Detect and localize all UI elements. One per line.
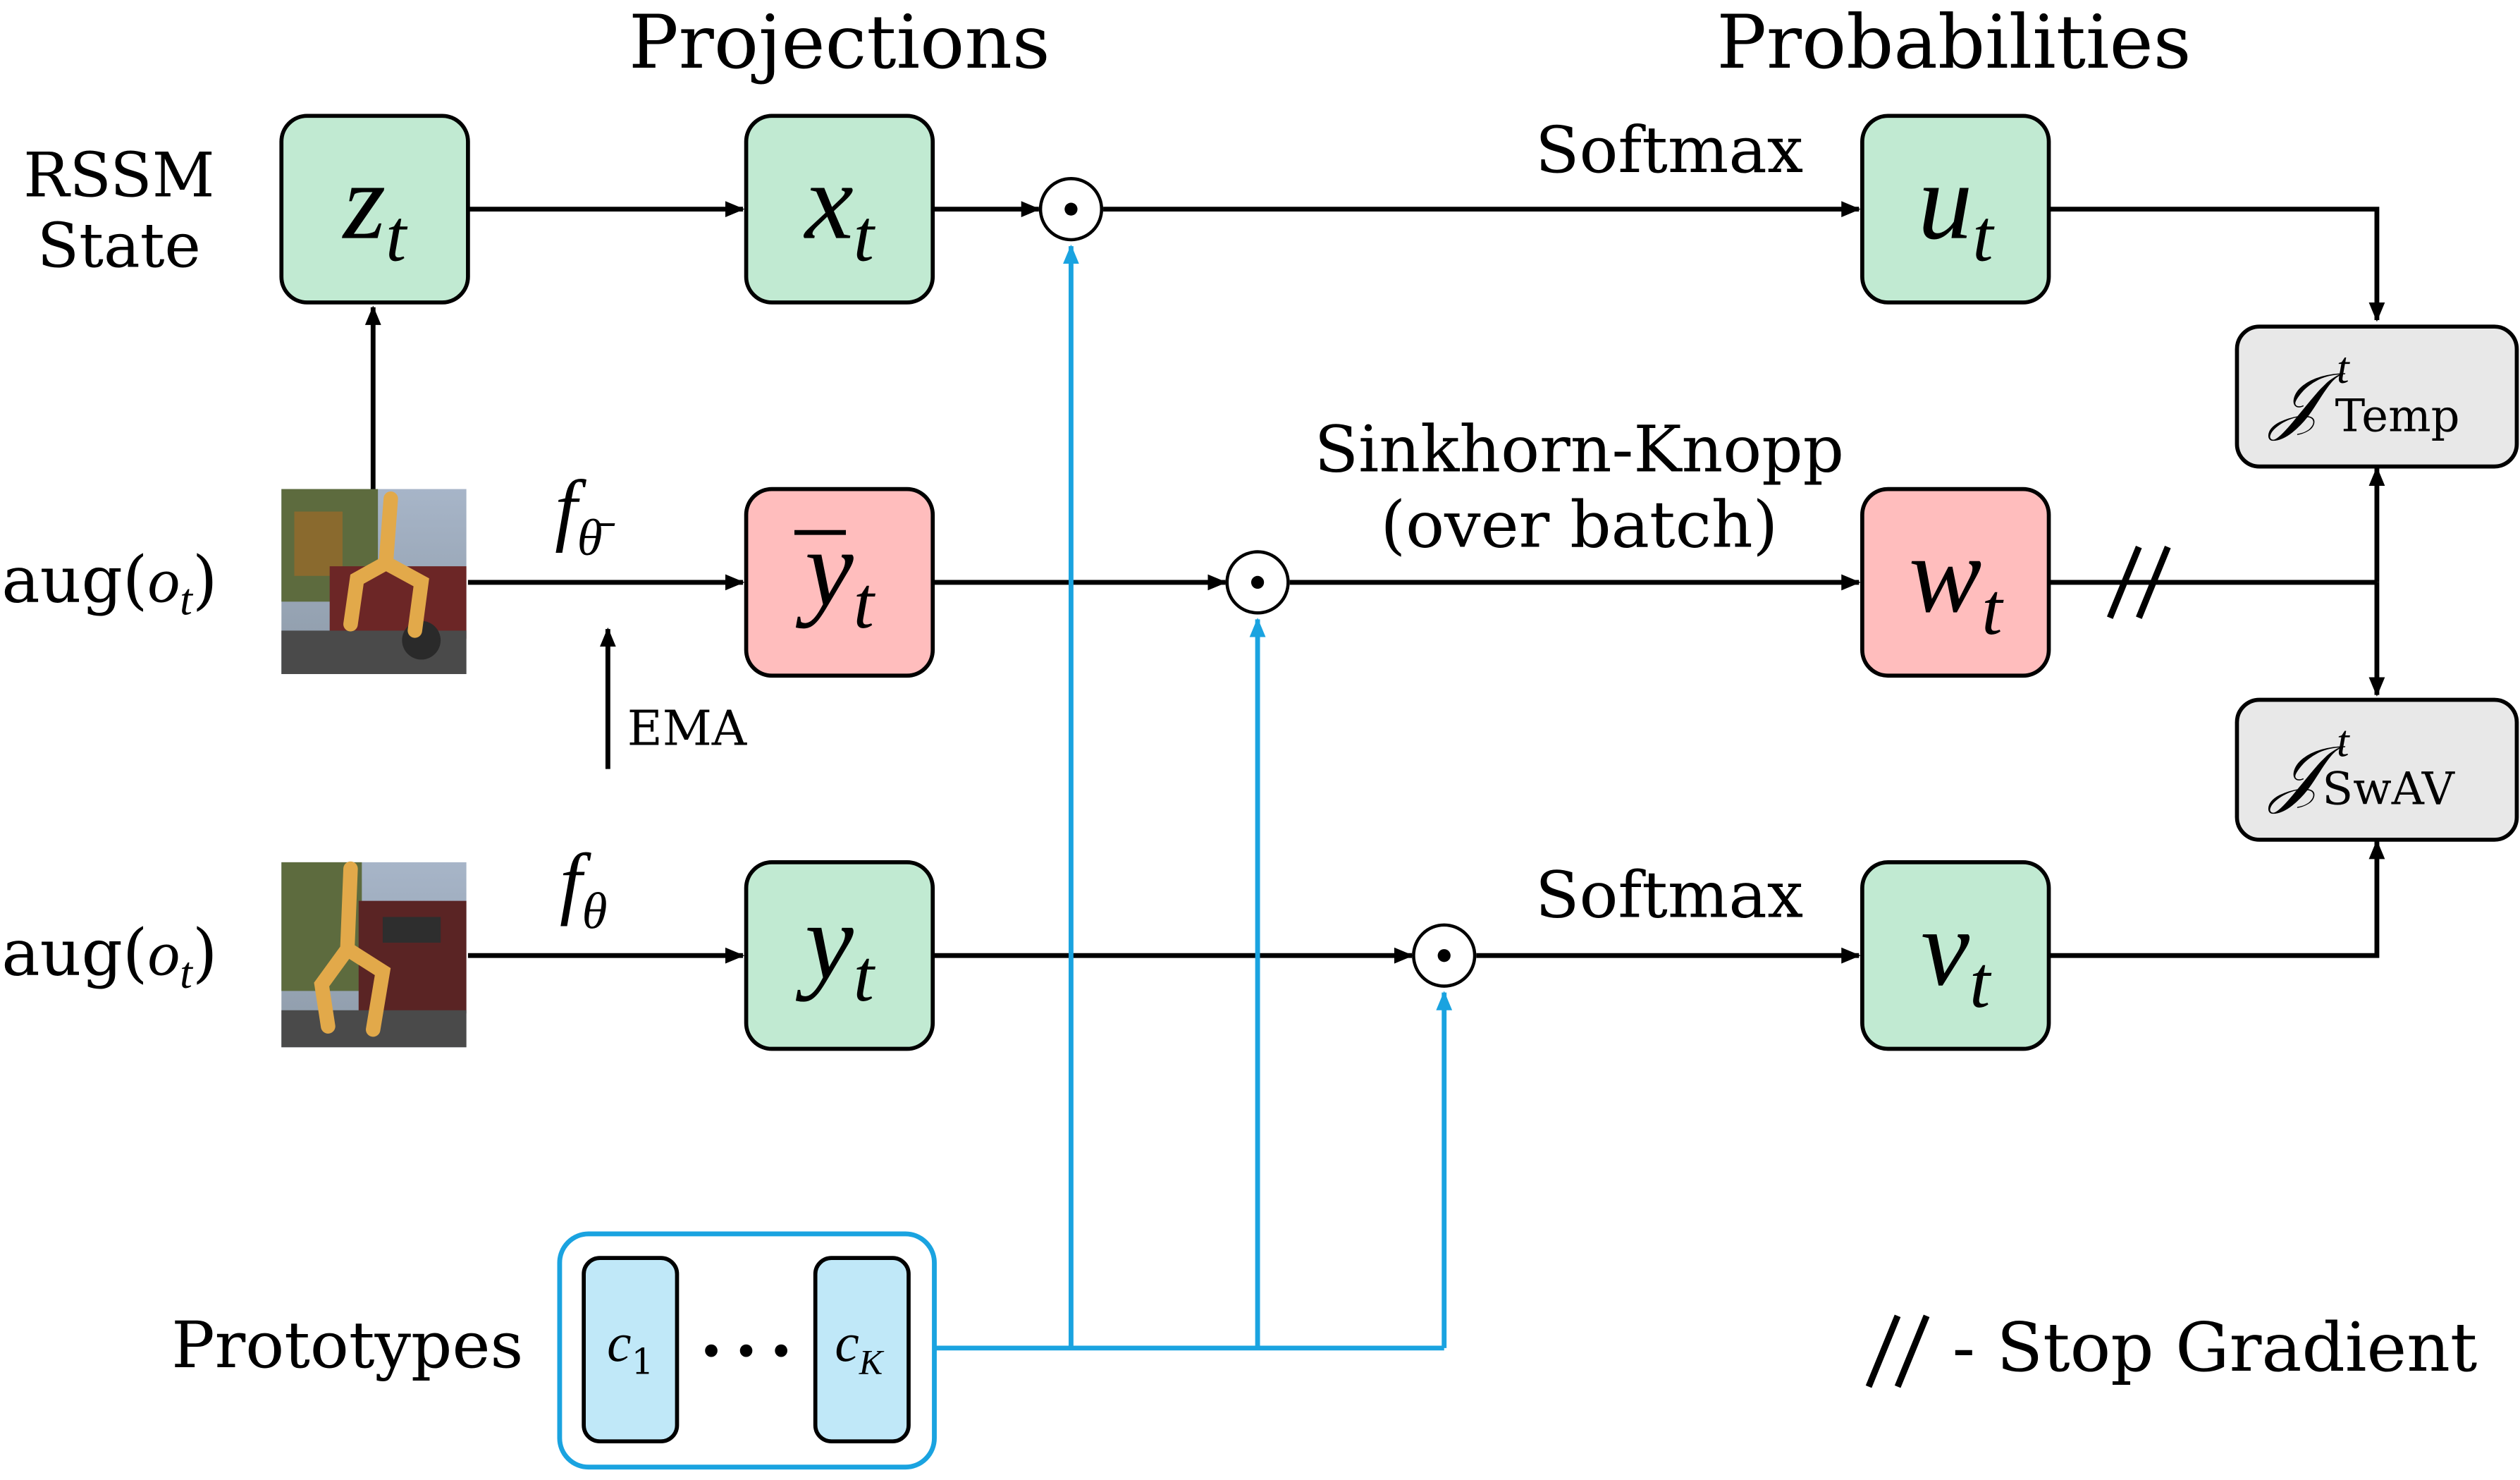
prototype-c1-label: c1 [607, 1312, 653, 1382]
prototype-ellipsis: • • • [700, 1331, 792, 1373]
sinkhorn-label-line1: Sinkhorn-Knopp [1315, 412, 1844, 487]
node-v: vt [1860, 860, 2051, 1051]
node-z-box [279, 114, 470, 305]
loss-temp: 𝒥 t Temp [2235, 324, 2519, 469]
node-y: yt [744, 860, 935, 1051]
legend-stop-gradient-symbol [1865, 1314, 1930, 1388]
svg-text:ut: ut [1918, 141, 1996, 277]
target-encoder-label: fθ̄ [555, 464, 615, 566]
svg-text:vt: vt [1921, 887, 1992, 1023]
v-to-swav-arrow [2048, 839, 2385, 958]
sinkhorn-label-line2: (over batch) [1381, 487, 1778, 563]
dot-product-node-bottom [1412, 923, 1477, 988]
loss-temp-box [2235, 324, 2519, 469]
svg-text:wt: wt [1909, 514, 2004, 650]
prototypes-group: c1 • • • cK [557, 1231, 937, 1470]
svg-text:yt: yt [796, 881, 876, 1017]
node-v-box [1860, 860, 2051, 1051]
stop-gradient-marks [2107, 546, 2171, 619]
observation-image-bottom [281, 861, 467, 1048]
dot-product-node-mid [1225, 550, 1290, 615]
node-ybar: yt [744, 487, 935, 678]
node-u: ut [1860, 114, 2051, 305]
node-ybar-box [744, 487, 935, 678]
node-x-box [744, 114, 935, 305]
svg-text:Temp: Temp [2335, 390, 2460, 442]
softmax-bottom-label: Softmax [1535, 857, 1803, 932]
projections-header: Projections [629, 0, 1050, 85]
prototype-cK-label: cK [835, 1312, 884, 1381]
prototype-edges [934, 244, 1453, 1351]
probabilities-header: Probabilities [1716, 0, 2191, 85]
node-w-box [1860, 487, 2051, 678]
loss-swav-box [2235, 697, 2519, 842]
prototype-cK-box [813, 1256, 911, 1444]
legend-stop-gradient: - Stop Gradient [1865, 1308, 2478, 1388]
svg-text:t: t [2337, 343, 2351, 393]
svg-text:SwAV: SwAV [2322, 764, 2455, 816]
aug-label-top: aug(ot) [1, 542, 217, 624]
node-z: zt [279, 114, 470, 305]
rssm-label-line2: State [37, 212, 201, 282]
observation-image-top [281, 489, 467, 674]
node-x: xt [744, 114, 935, 305]
forward-edges [364, 201, 2385, 964]
ema-label: EMA [627, 700, 748, 757]
prototype-c1-box [582, 1256, 680, 1444]
svg-text:t: t [2337, 716, 2351, 766]
svg-text:zt: zt [342, 141, 408, 277]
prototypes-label: Prototypes [171, 1307, 523, 1383]
node-w: wt [1860, 487, 2051, 678]
node-y-box [744, 860, 935, 1051]
svg-text:yt: yt [796, 508, 876, 644]
softmax-top-label: Softmax [1535, 112, 1803, 188]
aug-label-bottom: aug(ot) [1, 915, 217, 998]
u-to-temp-arrow [2048, 207, 2385, 322]
rssm-label-line1: RSSM [23, 140, 214, 211]
legend-stop-gradient-text: - Stop Gradient [1953, 1308, 2478, 1387]
svg-text:xt: xt [804, 141, 876, 277]
dot-product-node-top [1038, 176, 1104, 242]
node-u-box [1860, 114, 2051, 305]
loss-swav: 𝒥 t SwAV [2235, 697, 2519, 842]
online-encoder-label: fθ [560, 837, 608, 939]
